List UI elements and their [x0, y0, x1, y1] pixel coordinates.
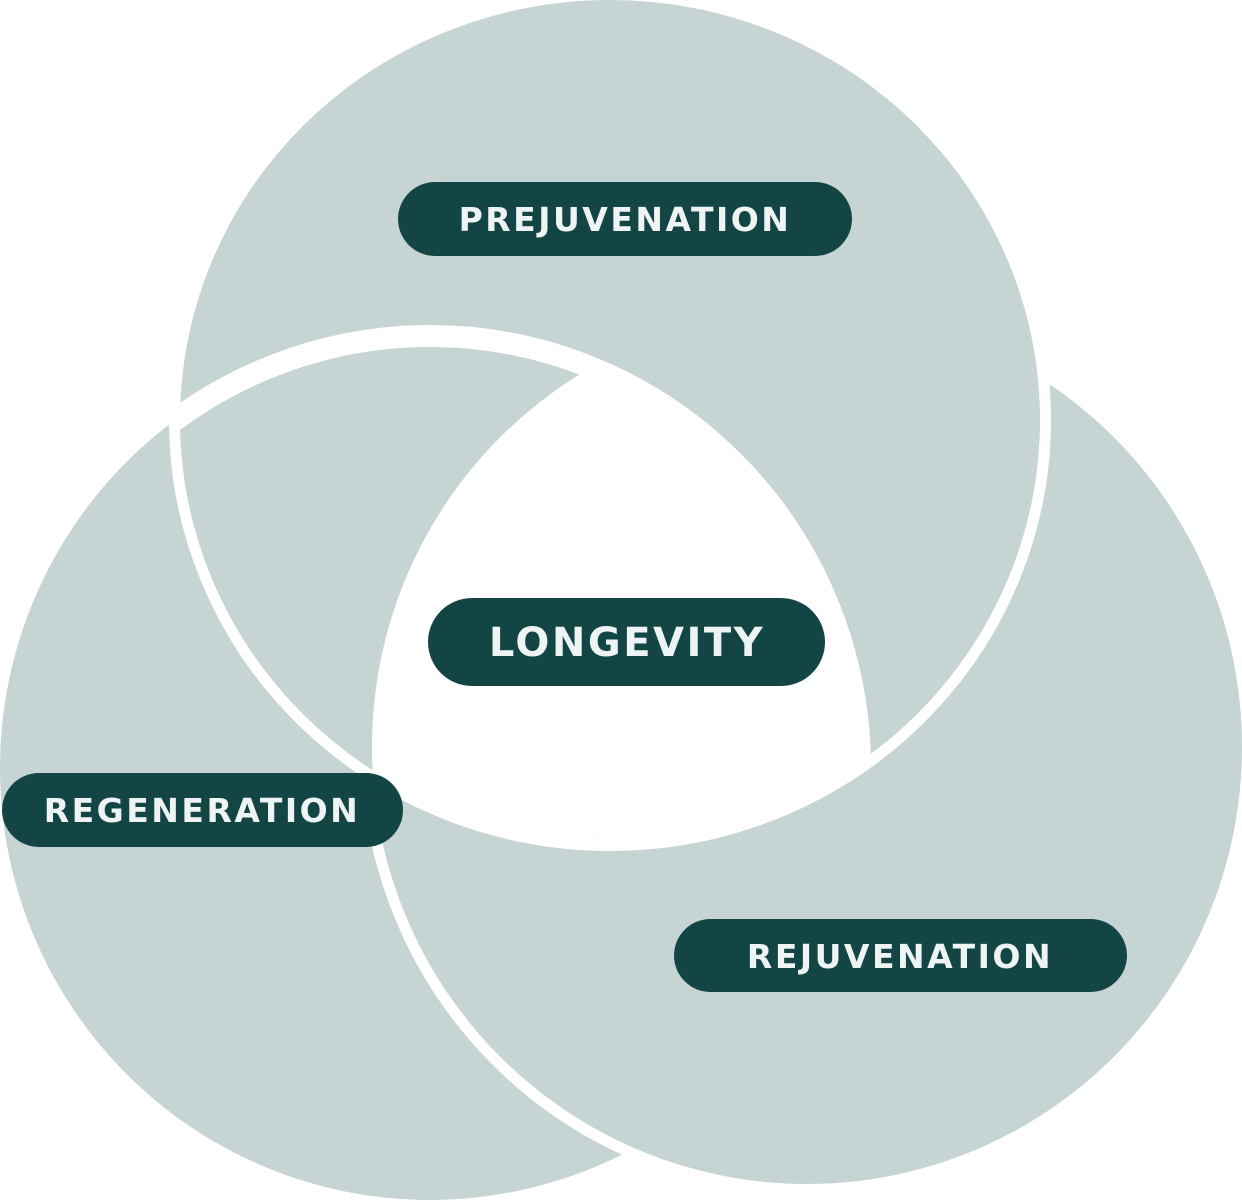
- label-prejuvenation: PREJUVENATION: [459, 200, 792, 239]
- label-regeneration: REGENERATION: [44, 791, 361, 830]
- center-intersection: [372, 336, 860, 840]
- label-longevity: LONGEVITY: [489, 620, 765, 666]
- pill-longevity: LONGEVITY: [428, 598, 825, 686]
- pill-rejuvenation: REJUVENATION: [674, 919, 1127, 992]
- pill-prejuvenation: PREJUVENATION: [398, 182, 852, 256]
- pill-regeneration: REGENERATION: [2, 773, 403, 847]
- label-rejuvenation: REJUVENATION: [747, 937, 1053, 976]
